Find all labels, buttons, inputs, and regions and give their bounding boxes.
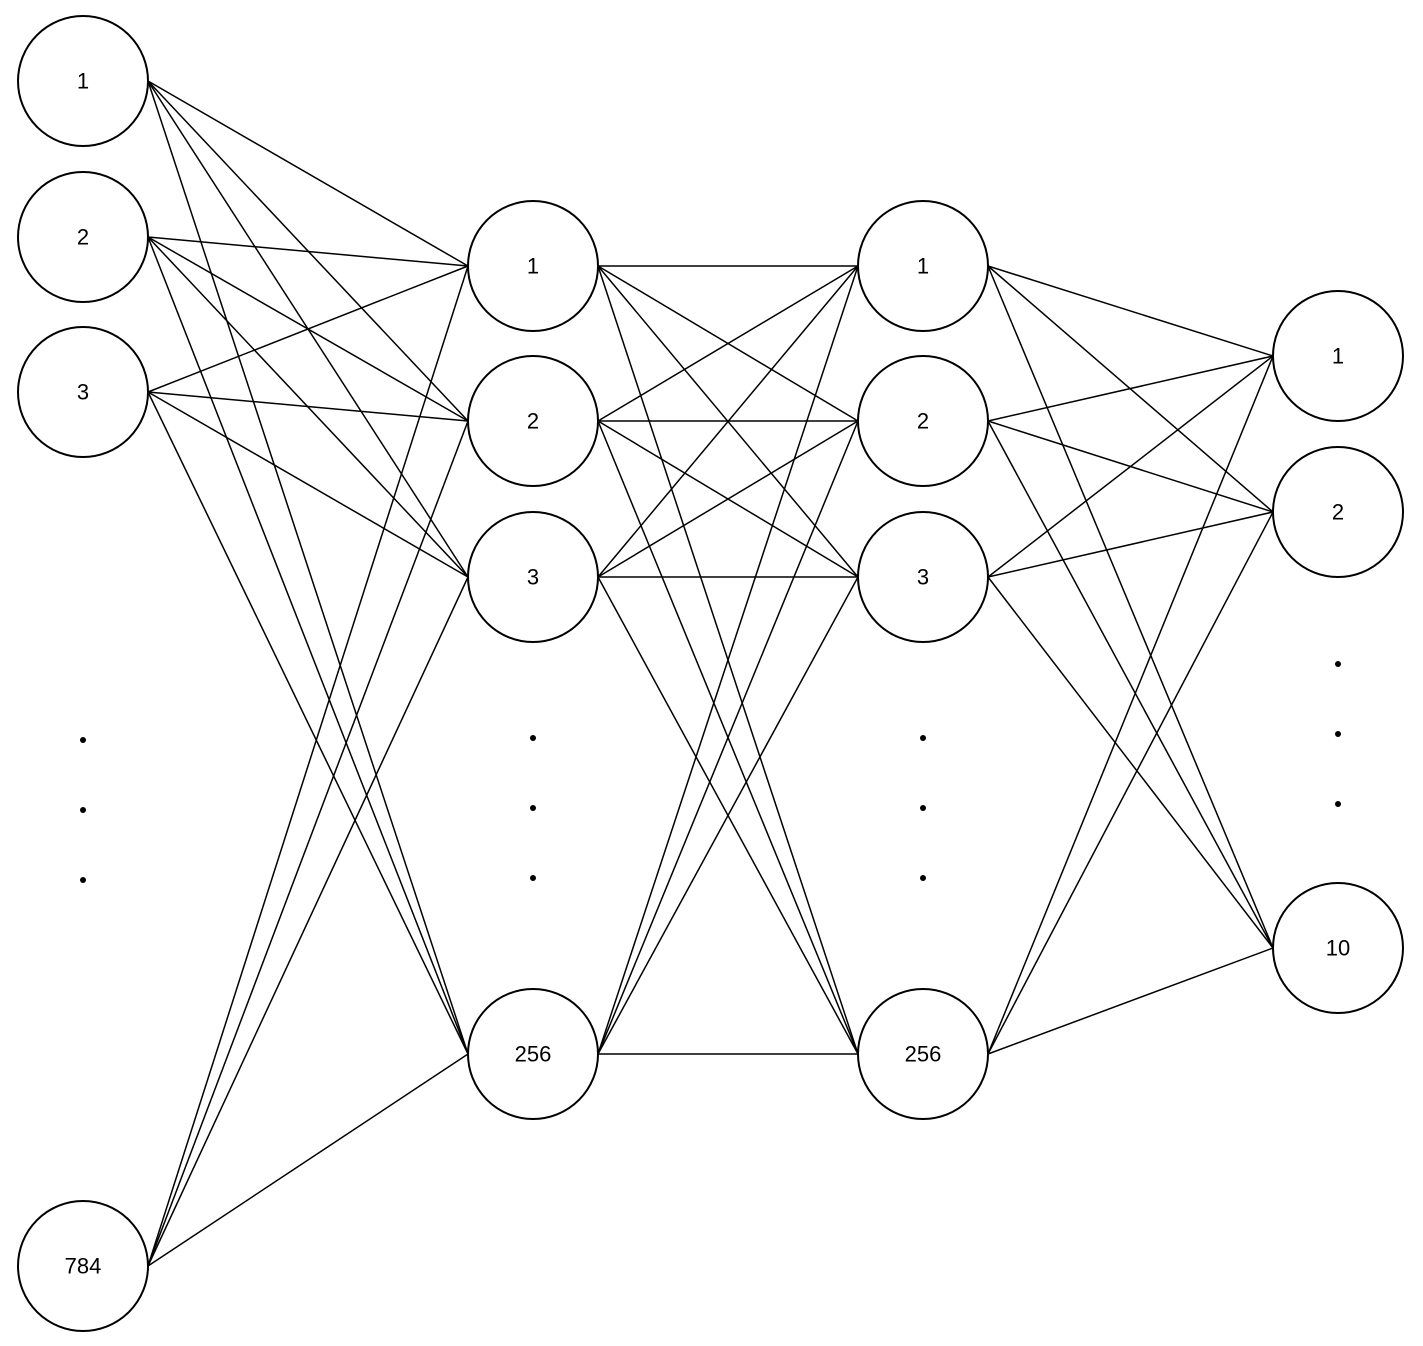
- hidden-1-ellipsis-dot: [530, 735, 536, 741]
- hidden-1-ellipsis-dot: [530, 805, 536, 811]
- node-label: 256: [515, 1042, 552, 1067]
- node-circle: [467, 200, 599, 332]
- hidden-2-ellipsis-dot: [920, 735, 926, 741]
- node-circle: [857, 511, 989, 643]
- ellipsis-markers: [80, 661, 1341, 883]
- node-circle: [857, 200, 989, 332]
- input-node-3: 3: [17, 326, 149, 458]
- node-label: 3: [527, 565, 539, 590]
- edge-hidden-1-2-to-hidden-2-1: [597, 265, 859, 422]
- node-circle: [17, 326, 149, 458]
- node-label: 784: [65, 1254, 102, 1279]
- node-label: 1: [1332, 344, 1344, 369]
- output-node-1: 1: [1272, 290, 1404, 422]
- output-ellipsis-dot: [1335, 801, 1341, 807]
- input-ellipsis-dot: [80, 737, 86, 743]
- hidden-2-ellipsis-dot: [920, 805, 926, 811]
- node-circle: [857, 988, 989, 1120]
- node-circle: [467, 988, 599, 1120]
- node-label: 10: [1326, 936, 1350, 961]
- edge-input-1-to-hidden-1-256: [147, 80, 469, 1055]
- output-ellipsis-dot: [1335, 731, 1341, 737]
- edge-hidden-1-3-to-hidden-2-2: [597, 420, 859, 578]
- input-ellipsis-dot: [80, 877, 86, 883]
- input-ellipsis-dot: [80, 807, 86, 813]
- edge-hidden-2-3-to-output-10: [987, 576, 1274, 949]
- edge-input-3-to-hidden-1-256: [147, 391, 469, 1055]
- hidden-2-node-3: 3: [857, 511, 989, 643]
- hidden-1-node-2: 2: [467, 355, 599, 487]
- node-label: 1: [527, 254, 539, 279]
- node-circle: [17, 15, 149, 147]
- node-circle: [1272, 446, 1404, 578]
- node-circle: [17, 1200, 149, 1332]
- edge-hidden-2-256-to-output-10: [987, 947, 1274, 1055]
- edge-hidden-1-3-to-hidden-2-1: [597, 265, 859, 578]
- node-circle: [467, 355, 599, 487]
- output-node-10: 10: [1272, 882, 1404, 1014]
- edge-hidden-1-256-to-hidden-2-3: [597, 576, 859, 1055]
- neuron-nodes: 1 2 3 784 1 2 3 256 1 2 3 256 1 2 10: [17, 15, 1404, 1332]
- node-label: 1: [77, 69, 89, 94]
- edge-hidden-2-1-to-output-10: [987, 265, 1274, 949]
- edge-hidden-2-1-to-output-1: [987, 265, 1274, 357]
- edge-input-784-to-hidden-1-256: [147, 1053, 469, 1267]
- node-circle: [1272, 882, 1404, 1014]
- hidden-1-node-256: 256: [467, 988, 599, 1120]
- edge-input-784-to-hidden-1-1: [147, 265, 469, 1267]
- input-node-1: 1: [17, 15, 149, 147]
- edge-input-3-to-hidden-1-2: [147, 391, 469, 422]
- edge-input-3-to-hidden-1-1: [147, 265, 469, 393]
- node-circle: [467, 511, 599, 643]
- connection-lines: [147, 80, 1274, 1267]
- edge-hidden-2-256-to-output-1: [987, 355, 1274, 1055]
- edge-input-784-to-hidden-1-3: [147, 576, 469, 1267]
- input-node-2: 2: [17, 171, 149, 303]
- node-label: 1: [917, 254, 929, 279]
- node-label: 2: [1332, 500, 1344, 525]
- output-ellipsis-dot: [1335, 661, 1341, 667]
- node-circle: [857, 355, 989, 487]
- edge-input-784-to-hidden-1-2: [147, 420, 469, 1267]
- node-label: 2: [527, 409, 539, 434]
- node-circle: [1272, 290, 1404, 422]
- hidden-2-node-1: 1: [857, 200, 989, 332]
- node-label: 256: [905, 1042, 942, 1067]
- edge-hidden-2-2-to-output-1: [987, 355, 1274, 422]
- node-label: 3: [917, 565, 929, 590]
- node-label: 3: [77, 380, 89, 405]
- hidden-2-ellipsis-dot: [920, 875, 926, 881]
- hidden-2-node-2: 2: [857, 355, 989, 487]
- hidden-1-node-3: 3: [467, 511, 599, 643]
- edge-hidden-1-256-to-hidden-2-1: [597, 265, 859, 1055]
- input-node-784: 784: [17, 1200, 149, 1332]
- edge-hidden-2-3-to-output-1: [987, 355, 1274, 578]
- node-label: 2: [917, 409, 929, 434]
- edge-input-1-to-hidden-1-1: [147, 80, 469, 267]
- edge-input-2-to-hidden-1-256: [147, 236, 469, 1055]
- node-label: 2: [77, 225, 89, 250]
- output-node-2: 2: [1272, 446, 1404, 578]
- hidden-1-node-1: 1: [467, 200, 599, 332]
- hidden-1-ellipsis-dot: [530, 875, 536, 881]
- node-circle: [17, 171, 149, 303]
- hidden-2-node-256: 256: [857, 988, 989, 1120]
- edge-hidden-2-2-to-output-10: [987, 420, 1274, 949]
- edge-input-2-to-hidden-1-1: [147, 236, 469, 267]
- edge-hidden-1-256-to-hidden-2-2: [597, 420, 859, 1055]
- edge-hidden-2-256-to-output-2: [987, 511, 1274, 1055]
- edge-hidden-2-3-to-output-2: [987, 511, 1274, 578]
- edge-input-3-to-hidden-1-3: [147, 391, 469, 578]
